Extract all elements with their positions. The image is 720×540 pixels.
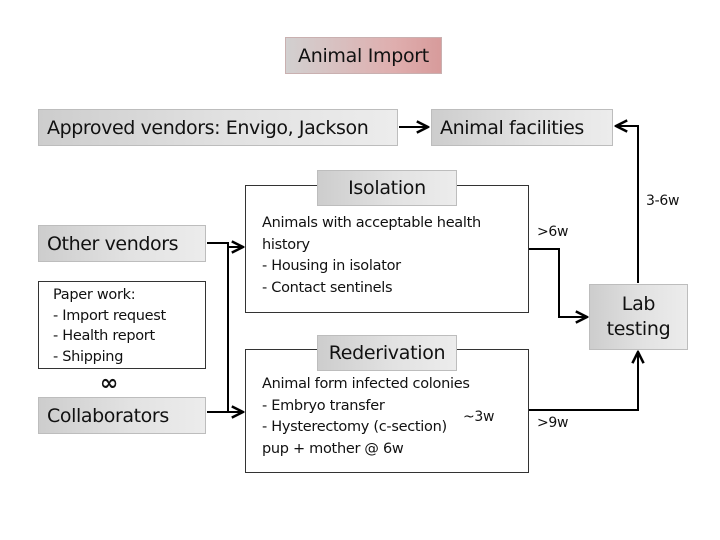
isolation-title: Isolation [348, 177, 426, 199]
isolation-line: history [262, 236, 310, 253]
lab-testing-line1: Lab [621, 293, 656, 315]
paperwork-item: - Import request [53, 307, 166, 324]
collaborators-label: Collaborators [47, 404, 169, 427]
approved-vendors-label: Approved vendors: Envigo, Jackson [47, 116, 369, 139]
rederivation-duration-note: ~3w [463, 409, 495, 425]
rederivation-title-box: Rederivation [317, 335, 457, 371]
rederivation-line: Animal form infected colonies [262, 376, 470, 392]
approved-vendors-box: Approved vendors: Envigo, Jackson [38, 109, 398, 146]
other-vendors-box: Other vendors [38, 225, 206, 262]
arrow-lab-to-facilities [616, 126, 639, 283]
animal-facilities-box: Animal facilities [431, 109, 613, 146]
diagram-title-text: Animal Import [298, 44, 429, 67]
arrow-isolation-to-lab [529, 248, 587, 317]
duration-isolation-to-lab: >6w [537, 224, 569, 240]
isolation-box: Animals with acceptable health history -… [245, 185, 529, 313]
rederivation-title: Rederivation [328, 342, 446, 364]
rederivation-line: pup + mother @ 6w [262, 440, 404, 457]
lab-testing-box: Lab testing [589, 284, 688, 350]
collaborators-box: Collaborators [38, 397, 206, 434]
paperwork-item: - Health report [53, 328, 155, 344]
rederivation-line: - Hysterectomy (c-section) [262, 419, 447, 435]
arrow-rederivation-to-lab [529, 352, 638, 411]
isolation-line: - Housing in isolator [262, 258, 401, 274]
lab-testing-line2: testing [606, 318, 671, 340]
animal-facilities-label: Animal facilities [440, 116, 584, 139]
isolation-title-box: Isolation [317, 170, 457, 206]
infinity-symbol: ∞ [99, 371, 119, 396]
paperwork-box: Paper work: - Import request - Health re… [38, 281, 206, 369]
paperwork-heading: Paper work: [53, 287, 136, 303]
isolation-line: - Contact sentinels [262, 279, 393, 296]
diagram-title: Animal Import [285, 37, 442, 74]
paperwork-item: - Shipping [53, 348, 124, 365]
isolation-line: Animals with acceptable health [262, 215, 481, 231]
duration-rederivation-to-lab: >9w [537, 415, 569, 431]
duration-lab-to-facilities: 3-6w [646, 193, 680, 209]
rederivation-box: Animal form infected colonies - Embryo t… [245, 349, 529, 473]
other-vendors-label: Other vendors [47, 232, 179, 255]
arrow-other-vendors-to-isolation [207, 243, 243, 247]
rederivation-line: - Embryo transfer [262, 397, 385, 414]
